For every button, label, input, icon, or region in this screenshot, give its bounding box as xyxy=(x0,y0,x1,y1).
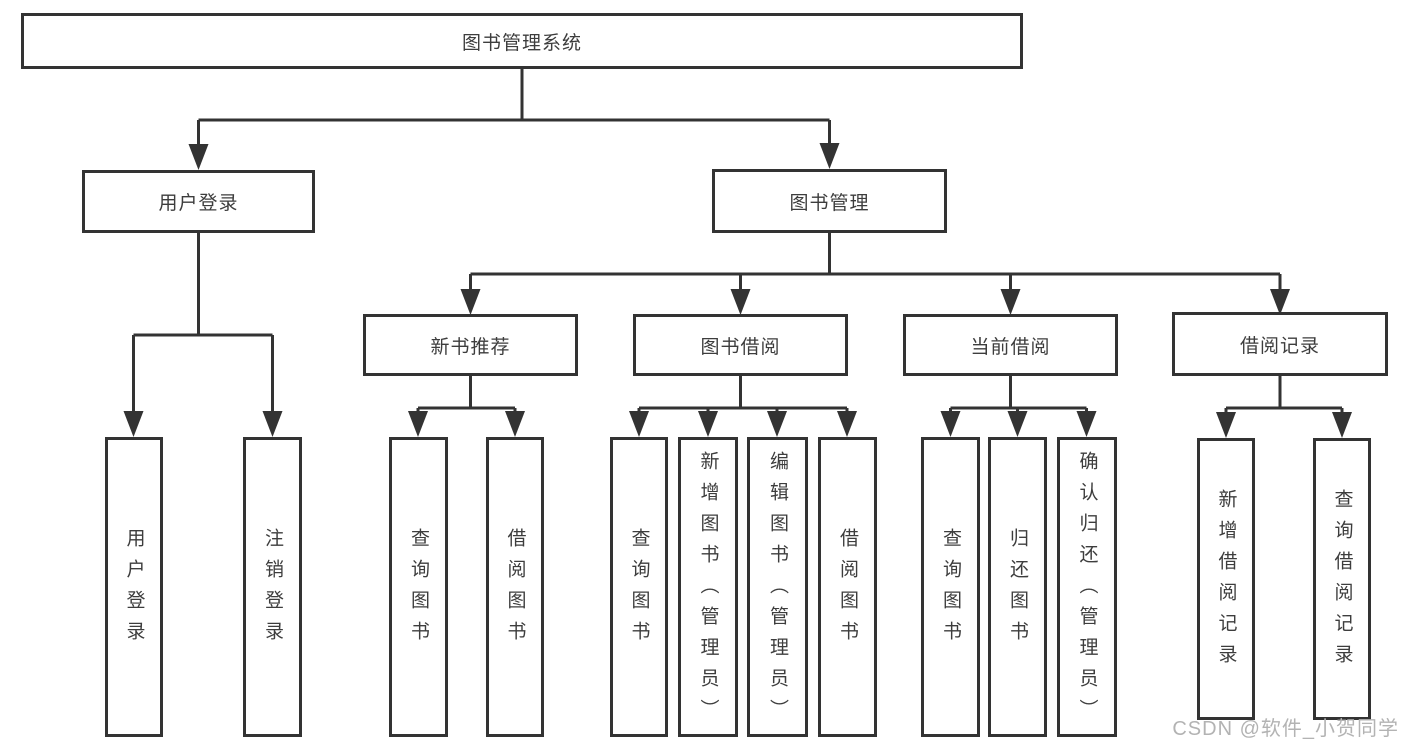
node-new-book-recommend: 新书推荐 xyxy=(363,314,578,376)
arrowheads xyxy=(123,143,1352,438)
node-book-management: 图书管理 xyxy=(712,169,947,233)
node-leaf-add-books-admin: 新增图书（管理员） xyxy=(678,437,738,737)
node-leaf-edit-books-admin: 编辑图书（管理员） xyxy=(747,437,808,737)
node-leaf-confirm-return-admin: 确认归还（管理员） xyxy=(1057,437,1117,737)
node-leaf-query-books-borrow: 查询图书 xyxy=(610,437,668,737)
node-leaf-borrow-books: 借阅图书 xyxy=(818,437,877,737)
node-leaf-user-login: 用户登录 xyxy=(105,437,163,737)
node-leaf-borrow-books-recommend: 借阅图书 xyxy=(486,437,544,737)
node-leaf-logout: 注销登录 xyxy=(243,437,302,737)
node-library-management-system: 图书管理系统 xyxy=(21,13,1023,69)
csdn-watermark: CSDN @软件_小贺同学 xyxy=(1172,718,1399,740)
node-user-login: 用户登录 xyxy=(82,170,315,233)
node-leaf-query-books-recommend: 查询图书 xyxy=(389,437,448,737)
node-leaf-add-borrow-record: 新增借阅记录 xyxy=(1197,438,1255,720)
node-current-borrow: 当前借阅 xyxy=(903,314,1118,376)
node-leaf-return-books: 归还图书 xyxy=(988,437,1047,737)
node-leaf-query-borrow-record: 查询借阅记录 xyxy=(1313,438,1371,720)
node-leaf-query-books-current: 查询图书 xyxy=(921,437,980,737)
node-borrow-records: 借阅记录 xyxy=(1172,312,1388,376)
node-book-borrow: 图书借阅 xyxy=(633,314,848,376)
